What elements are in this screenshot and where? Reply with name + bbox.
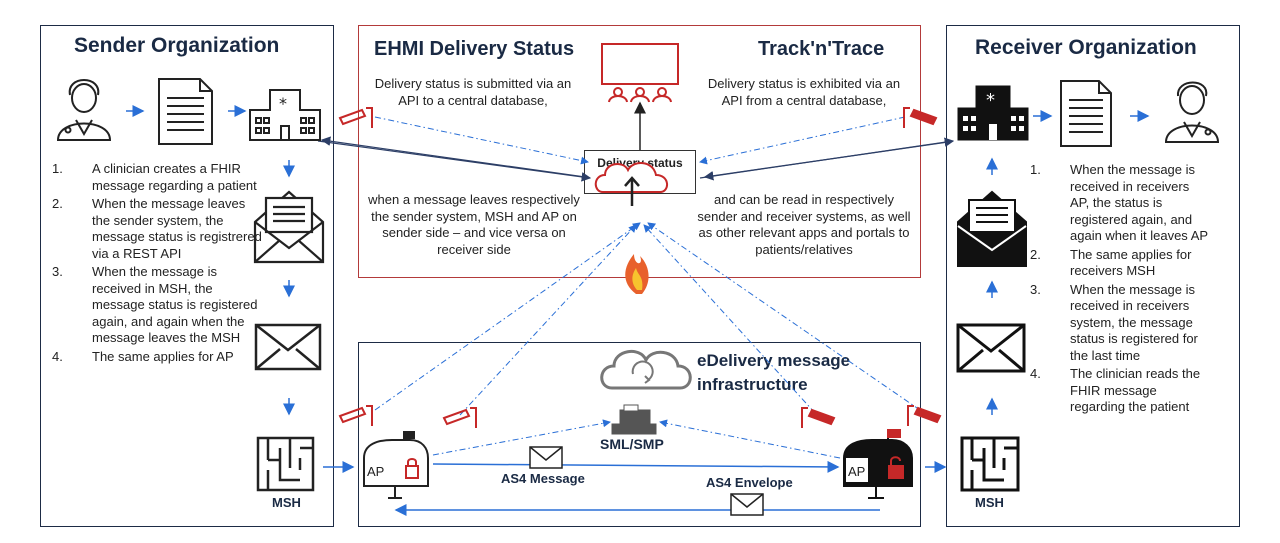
camera-icon bbox=[338, 107, 373, 128]
receiver-step: 2. The same applies for receivers MSH bbox=[1030, 247, 1210, 280]
camera-icon bbox=[903, 107, 938, 128]
as4-envelope-label: AS4 Envelope bbox=[706, 475, 793, 490]
step-number: 4. bbox=[1030, 366, 1041, 381]
step-number: 1. bbox=[1030, 162, 1041, 177]
step-text: When the message is received in receiver… bbox=[1070, 162, 1209, 243]
step-text: When the message is received in MSH, the… bbox=[92, 264, 258, 345]
receiver-document-icon bbox=[1060, 80, 1112, 147]
edelivery-title-line1: eDelivery message bbox=[697, 351, 851, 370]
step-text: A clinician creates a FHIR message regar… bbox=[92, 161, 257, 193]
sender-open-envelope-icon bbox=[253, 190, 325, 264]
firewall-icon bbox=[625, 254, 649, 294]
as4-message-envelope-icon bbox=[529, 446, 563, 469]
receiver-open-envelope-icon bbox=[957, 190, 1027, 267]
sender-msh-maze-icon bbox=[256, 436, 315, 492]
database-cloud-icon bbox=[594, 162, 668, 206]
receiver-msh-maze-icon bbox=[960, 436, 1020, 492]
receiver-ap-mailbox-icon bbox=[843, 429, 913, 499]
status-left-bottom-text: when a message leaves respectively the s… bbox=[368, 192, 580, 257]
receiver-step: 4. The clinician reads the FHIR message r… bbox=[1030, 366, 1210, 416]
status-title: EHMI Delivery Status bbox=[374, 38, 575, 60]
status-title-right: Track'n'Trace bbox=[758, 38, 885, 60]
receiver-step: 1. When the message is received in receiv… bbox=[1030, 162, 1210, 245]
receiver-msh-label: MSH bbox=[975, 495, 1004, 510]
receiver-title: Receiver Organization bbox=[975, 36, 1197, 59]
sender-msh-label: MSH bbox=[272, 495, 301, 510]
sender-step: 4. The same applies for AP bbox=[52, 349, 262, 366]
sender-step: 3. When the message is received in MSH, t… bbox=[52, 264, 262, 347]
receiver-envelope-icon bbox=[956, 323, 1026, 373]
camera-icon bbox=[338, 405, 373, 426]
sender-ap-mailbox-icon bbox=[363, 431, 429, 499]
sender-ap-label: AP bbox=[367, 464, 384, 479]
step-text: When the message is received in receiver… bbox=[1070, 281, 1198, 363]
api-lines bbox=[317, 136, 955, 182]
sender-step: 1. A clinician creates a FHIR message reg… bbox=[52, 161, 262, 194]
camera-icon bbox=[801, 407, 836, 428]
status-left-text: Delivery status is submitted via an API … bbox=[374, 76, 572, 108]
sender-organization-panel bbox=[40, 25, 334, 527]
step-text: The same applies for receivers MSH bbox=[1070, 246, 1192, 279]
edelivery-cloud-icon bbox=[600, 350, 692, 390]
step-number: 3. bbox=[1030, 281, 1041, 297]
as4-arrows bbox=[394, 460, 880, 516]
camera-icon bbox=[442, 407, 477, 428]
receiver-ap-label: AP bbox=[848, 464, 865, 479]
sender-hospital-icon: * bbox=[249, 89, 321, 141]
receiver-flow-arrows bbox=[925, 110, 1150, 473]
receiver-organization-panel bbox=[946, 25, 1240, 527]
edelivery-panel bbox=[358, 342, 921, 527]
status-right-bottom-text: and can be read in respectively sender a… bbox=[697, 192, 911, 257]
edelivery-title-line2: infrastructure bbox=[697, 375, 808, 394]
camera-icon bbox=[907, 405, 942, 426]
receiver-hospital-icon: * bbox=[957, 85, 1029, 141]
receiver-steps: 1. When the message is received in receiv… bbox=[1030, 162, 1210, 416]
step-text: When the message leaves the sender syste… bbox=[92, 196, 262, 261]
step-number: 2. bbox=[1030, 246, 1041, 262]
status-dashed-lines bbox=[374, 116, 921, 459]
sender-step: 2. When the message leaves the sender sys… bbox=[52, 196, 262, 262]
step-number: 2. bbox=[52, 196, 63, 211]
sender-envelope-icon bbox=[254, 323, 322, 371]
as4-message-label: AS4 Message bbox=[501, 471, 585, 486]
sender-document-icon bbox=[158, 78, 213, 145]
sender-title: Sender Organization bbox=[74, 34, 280, 57]
step-text: The same applies for AP bbox=[92, 348, 234, 364]
sender-steps: 1. A clinician creates a FHIR message reg… bbox=[52, 161, 262, 365]
step-number: 1. bbox=[52, 161, 63, 176]
step-text: The clinician reads the FHIR message reg… bbox=[1070, 366, 1201, 414]
receiver-step: 3. When the message is received in receiv… bbox=[1030, 282, 1210, 365]
as4-envelope-envelope-icon bbox=[730, 493, 764, 516]
status-display-icon bbox=[601, 43, 679, 103]
receiver-doctor-icon bbox=[1164, 81, 1220, 143]
svg-text:*: * bbox=[986, 90, 995, 111]
sml-smp-label: SML/SMP bbox=[600, 436, 664, 452]
sender-flow-arrows bbox=[126, 105, 355, 473]
sml-smp-icon bbox=[611, 404, 657, 435]
svg-text:*: * bbox=[279, 94, 287, 113]
sender-doctor-icon bbox=[56, 79, 112, 141]
step-number: 3. bbox=[52, 264, 63, 279]
status-right-text: Delivery status is exhibited via an API … bbox=[707, 76, 901, 108]
step-number: 4. bbox=[52, 348, 63, 364]
